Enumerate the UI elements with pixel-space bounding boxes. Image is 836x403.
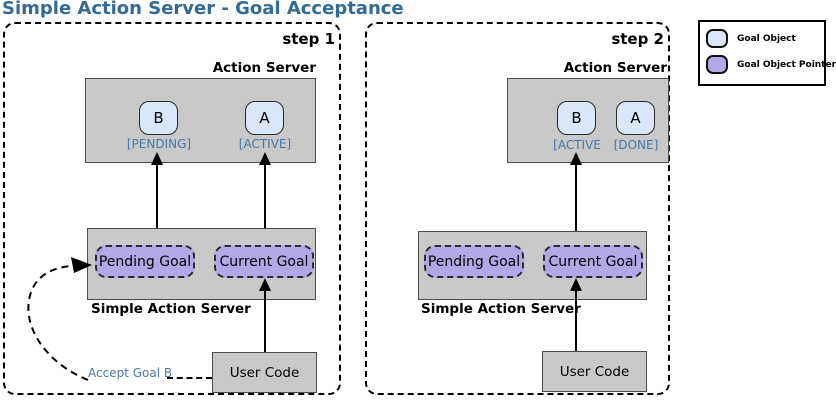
current-goal-pointer-step1: Current Goal — [214, 245, 314, 278]
arrow-current-to-a-line — [264, 164, 266, 245]
accept-goal-annotation: Accept Goal B — [88, 366, 173, 380]
user-code-box-step1: User Code — [212, 352, 317, 393]
goal-object-a-step1: A — [245, 101, 284, 135]
step1-panel — [3, 22, 341, 395]
arrow-pending-to-b-line — [156, 164, 158, 245]
current-goal-pointer-step2: Current Goal — [543, 245, 643, 278]
arrow-pending-to-b-head — [151, 152, 163, 165]
action-server-title-step2: Action Server — [563, 60, 667, 76]
goal-b-status-step1: [PENDING] — [126, 137, 192, 151]
accept-goal-dash-segment — [167, 377, 212, 379]
arrow-current-to-a-head — [259, 152, 271, 165]
action-server-title-step1: Action Server — [212, 60, 316, 76]
goal-object-b-step1: B — [139, 101, 178, 135]
simple-action-server-title-step2: Simple Action Server — [421, 301, 581, 317]
legend-box: Goal Object Goal Object Pointer — [698, 20, 836, 86]
goal-object-a-step2: A — [616, 101, 655, 135]
step2-label: step 2 — [611, 30, 664, 48]
step2-panel — [365, 22, 670, 395]
goal-a-status-step2: [DONE] — [613, 138, 659, 152]
arrow-usercode-to-current-line-step2 — [575, 290, 577, 351]
user-code-box-step2: User Code — [542, 351, 647, 392]
arrow-usercode-to-current-head-step2 — [570, 278, 582, 291]
legend-row-goal-object-pointer: Goal Object Pointer — [706, 55, 836, 74]
step1-label: step 1 — [282, 30, 335, 48]
goal-object-b-step2: B — [557, 101, 596, 135]
arrow-current-to-b-head-step2 — [570, 152, 582, 165]
goal-object-swatch-icon — [706, 29, 728, 48]
goal-b-status-step2: [ACTIVE — [553, 138, 601, 152]
legend-row-goal-object: Goal Object — [706, 29, 824, 48]
arrow-current-to-b-line-step2 — [575, 164, 577, 245]
legend-goal-object-label: Goal Object — [737, 33, 796, 44]
legend-goal-object-pointer-label: Goal Object Pointer — [737, 59, 836, 70]
arrow-usercode-to-current-head-step1 — [259, 278, 271, 291]
pending-goal-pointer-step2: Pending Goal — [424, 245, 524, 278]
goal-object-pointer-swatch-icon — [706, 55, 728, 74]
simple-action-server-title-step1: Simple Action Server — [91, 301, 251, 317]
page-title: Simple Action Server - Goal Acceptance — [2, 0, 404, 19]
arrow-usercode-to-current-line-step1 — [264, 290, 266, 352]
pending-goal-pointer-step1: Pending Goal — [95, 245, 195, 278]
goal-a-status-step1: [ACTIVE] — [238, 137, 292, 151]
